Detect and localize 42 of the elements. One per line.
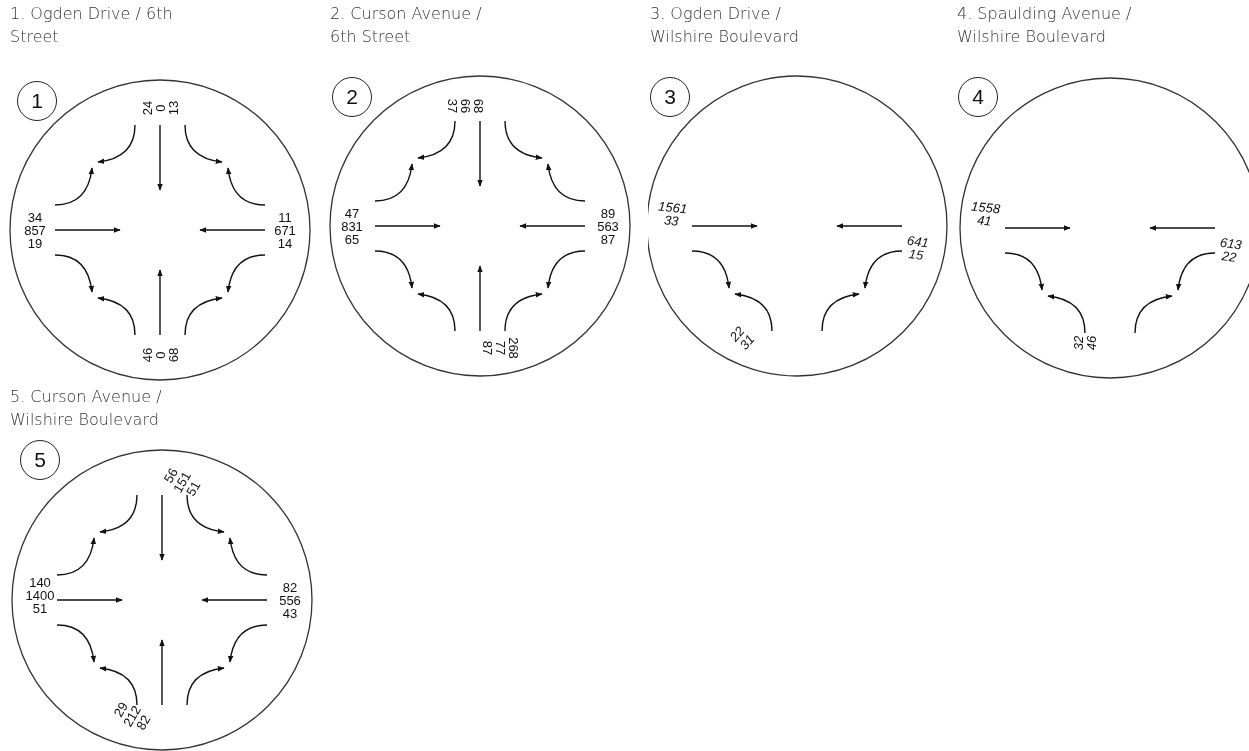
volume-label: 68 <box>166 347 180 363</box>
number-circle: 5 <box>20 440 60 480</box>
volume-label: 671 <box>274 223 296 237</box>
volume-label: 831 <box>341 219 363 233</box>
volume-label: 46 <box>140 347 154 363</box>
volume-label: 0 <box>153 103 167 114</box>
volume-label: 0 <box>153 350 167 361</box>
number-circle: 3 <box>650 77 690 117</box>
number-circle: 4 <box>958 77 998 117</box>
volume-label: 87 <box>599 232 617 246</box>
number-circle: 1 <box>17 81 57 121</box>
volume-label: 24 <box>140 100 154 116</box>
volume-label: 37 <box>445 98 459 114</box>
volume-label: 89 <box>599 206 617 220</box>
volume-label: 77 <box>493 339 507 358</box>
volume-label: 82 <box>281 580 299 594</box>
volume-label: 556 <box>279 593 301 607</box>
volume-label: 268 <box>506 337 520 359</box>
volume-label: 68 <box>471 98 485 114</box>
volume-label: 51 <box>31 601 49 615</box>
volume-label: 857 <box>24 223 46 237</box>
volume-label: 87 <box>480 339 494 358</box>
intersection-title: 3. Ogden Drive / Wilshire Boulevard <box>650 3 800 48</box>
volume-label: 563 <box>597 219 619 233</box>
volume-label: 43 <box>281 606 299 620</box>
volume-label: 11 <box>277 210 293 224</box>
volume-label: 140 <box>28 575 52 589</box>
volume-label: 19 <box>26 236 44 250</box>
volume-label: 13 <box>166 100 180 116</box>
volume-label: 14 <box>276 236 294 250</box>
volume-label: 65 <box>343 232 361 246</box>
volume-label: 46 <box>1085 335 1098 351</box>
intersection-title: 4. Spaulding Avenue / Wilshire Boulevard <box>957 3 1133 48</box>
volume-label: 34 <box>26 210 44 224</box>
intersection-title: 2. Curson Avenue / 6th Street <box>330 3 483 48</box>
intersection-title: 5. Curson Avenue / Wilshire Boulevard <box>10 386 163 431</box>
number-circle: 2 <box>332 77 372 117</box>
volume-label: 1400 <box>25 588 55 602</box>
volume-label: 47 <box>343 206 361 220</box>
intersection-title: 1. Ogden Drive / 6th Street <box>10 3 174 48</box>
volume-label: 32 <box>1072 335 1085 351</box>
volume-label: 66 <box>458 98 472 114</box>
